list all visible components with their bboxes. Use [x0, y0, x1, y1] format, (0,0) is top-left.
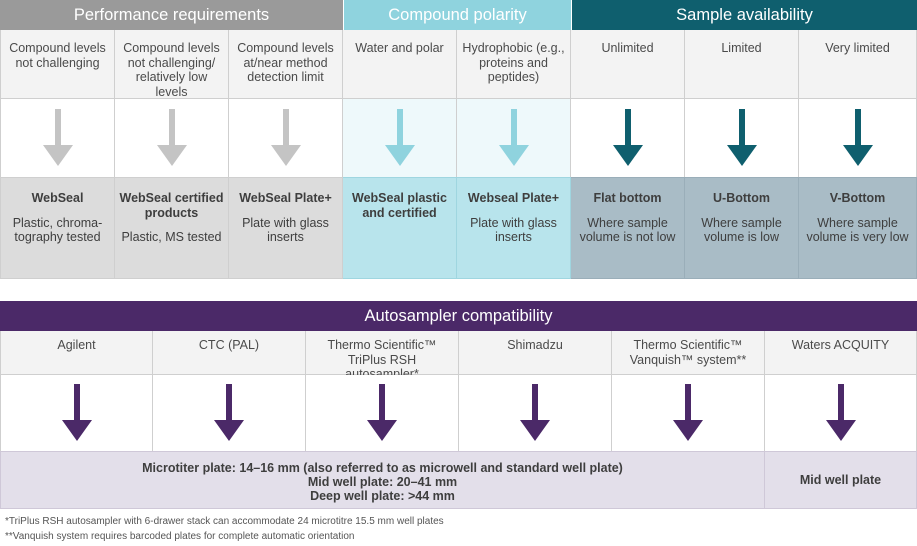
result-desc: Where sample volume is not low — [579, 215, 676, 245]
down-arrow-icon — [156, 109, 187, 166]
footnote: **Vanquish system requires barcoded plat… — [5, 531, 355, 542]
result-cell: WebSeal Plate+ Plate with glass inserts — [229, 177, 343, 279]
arrow-cell — [457, 99, 571, 177]
footnote: *TriPlus RSH autosampler with 6-drawer s… — [5, 516, 444, 527]
down-arrow-icon — [61, 384, 92, 441]
microtiter-plate-text: Microtiter plate: 14–16 mm (also referre… — [142, 461, 623, 475]
down-arrow-icon — [673, 384, 703, 441]
performance-header: Performance requirements — [0, 0, 343, 30]
autosampler-cell: Thermo Scientific™ Vanquish™ system** — [612, 331, 765, 375]
condition-cell: Compound levels not challenging — [0, 30, 115, 99]
result-title: V-Bottom — [829, 191, 886, 205]
result-title: WebSeal Plate+ — [239, 191, 332, 205]
autosampler-matrix: Autosampler compatibility Agilent CTC (P… — [0, 301, 917, 509]
mid-well-plate-text: Mid well plate: 20–41 mm — [307, 475, 458, 489]
arrow-cell — [459, 375, 612, 451]
arrow-cell — [153, 375, 306, 451]
result-desc: Plastic, chroma-tography tested — [12, 215, 103, 245]
condition-cell: Unlimited — [571, 30, 685, 99]
arrow-cell — [685, 99, 799, 177]
waters-plate-cell: Mid well plate — [765, 451, 917, 509]
result-cell: WebSeal Plastic, chroma-tography tested — [0, 177, 115, 279]
down-arrow-icon — [384, 109, 415, 166]
down-arrow-icon — [520, 384, 550, 441]
down-arrow-icon — [42, 109, 73, 166]
result-desc: Where sample volume is low — [701, 215, 782, 245]
selection-matrix: Performance requirements Compound polari… — [0, 0, 917, 279]
arrow-cell — [343, 99, 457, 177]
polarity-header: Compound polarity — [343, 0, 571, 30]
condition-cell: Limited — [685, 30, 799, 99]
result-title: WebSeal — [31, 191, 84, 205]
down-arrow-icon — [842, 109, 873, 166]
autosampler-cell: Shimadzu — [459, 331, 612, 375]
condition-cell: Compound levels not challenging/ relativ… — [115, 30, 229, 99]
down-arrow-icon — [498, 109, 529, 166]
result-title: WebSeal plastic and certified — [352, 191, 447, 220]
result-title: Webseal Plate+ — [467, 191, 560, 205]
result-title: U-Bottom — [713, 191, 770, 205]
autosampler-cell: CTC (PAL) — [153, 331, 306, 375]
autosampler-cell: Waters ACQUITY — [765, 331, 917, 375]
down-arrow-icon — [270, 109, 301, 166]
arrow-cell — [0, 375, 153, 451]
down-arrow-icon — [825, 384, 856, 441]
result-desc: Plastic, MS tested — [121, 230, 222, 244]
arrow-cell — [229, 99, 343, 177]
arrow-cell — [0, 99, 115, 177]
condition-cell: Very limited — [799, 30, 917, 99]
result-title: Flat bottom — [593, 191, 662, 205]
autosampler-cell: Thermo Scientific™ TriPlus RSH autosampl… — [306, 331, 459, 381]
condition-cell: Hydrophobic (e.g., proteins and peptides… — [457, 30, 571, 99]
plate-sizes-cell: Microtiter plate: 14–16 mm (also referre… — [0, 451, 765, 509]
condition-cell: Compound levels at/near method detection… — [229, 30, 343, 99]
result-cell: V-Bottom Where sample volume is very low — [799, 177, 917, 279]
down-arrow-icon — [612, 109, 643, 166]
down-arrow-icon — [726, 109, 757, 166]
down-arrow-icon — [367, 384, 397, 441]
condition-cell: Water and polar — [343, 30, 457, 99]
arrow-cell — [115, 99, 229, 177]
arrow-cell — [765, 375, 917, 451]
down-arrow-icon — [214, 384, 244, 441]
result-cell: Webseal Plate+ Plate with glass inserts — [457, 177, 571, 279]
availability-header: Sample availability — [571, 0, 917, 30]
result-desc: Plate with glass inserts — [242, 215, 329, 245]
arrow-cell — [571, 99, 685, 177]
result-desc: Where sample volume is very low — [806, 215, 909, 245]
result-desc: Plate with glass inserts — [470, 215, 557, 245]
result-cell: WebSeal plastic and certified — [343, 177, 457, 279]
autosampler-header: Autosampler compatibility — [0, 301, 917, 331]
autosampler-cell: Agilent — [0, 331, 153, 375]
result-cell: Flat bottom Where sample volume is not l… — [571, 177, 685, 279]
arrow-cell — [799, 99, 917, 177]
result-cell: WebSeal certified products Plastic, MS t… — [115, 177, 229, 279]
arrow-cell — [306, 375, 459, 451]
deep-well-plate-text: Deep well plate: >44 mm — [310, 489, 455, 503]
result-cell: U-Bottom Where sample volume is low — [685, 177, 799, 279]
result-title: WebSeal certified products — [119, 191, 224, 220]
arrow-cell — [612, 375, 765, 451]
